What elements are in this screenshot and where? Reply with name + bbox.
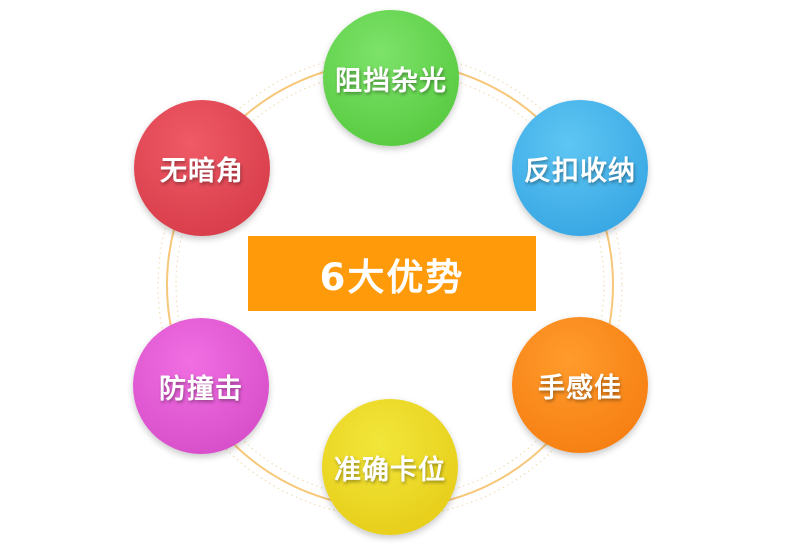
center-title-box: 6大优势 (248, 236, 536, 311)
advantage-label-4: 准确卡位 (334, 454, 446, 486)
center-title: 6大优势 (319, 255, 465, 299)
advantage-node-6: 无暗角 (134, 100, 270, 236)
advantage-label-6: 无暗角 (160, 155, 244, 187)
advantage-label-1: 阻挡杂光 (335, 65, 447, 97)
advantage-node-5: 防撞击 (133, 318, 269, 454)
advantage-node-4: 准确卡位 (322, 399, 458, 535)
advantage-node-2: 反扣收纳 (512, 100, 648, 236)
advantage-label-5: 防撞击 (159, 373, 243, 405)
advantage-label-3: 手感佳 (538, 372, 622, 404)
outer-dotted-ring (157, 52, 623, 518)
advantage-node-1: 阻挡杂光 (323, 10, 459, 146)
advantage-node-3: 手感佳 (512, 317, 648, 453)
advantage-label-2: 反扣收纳 (524, 155, 636, 187)
